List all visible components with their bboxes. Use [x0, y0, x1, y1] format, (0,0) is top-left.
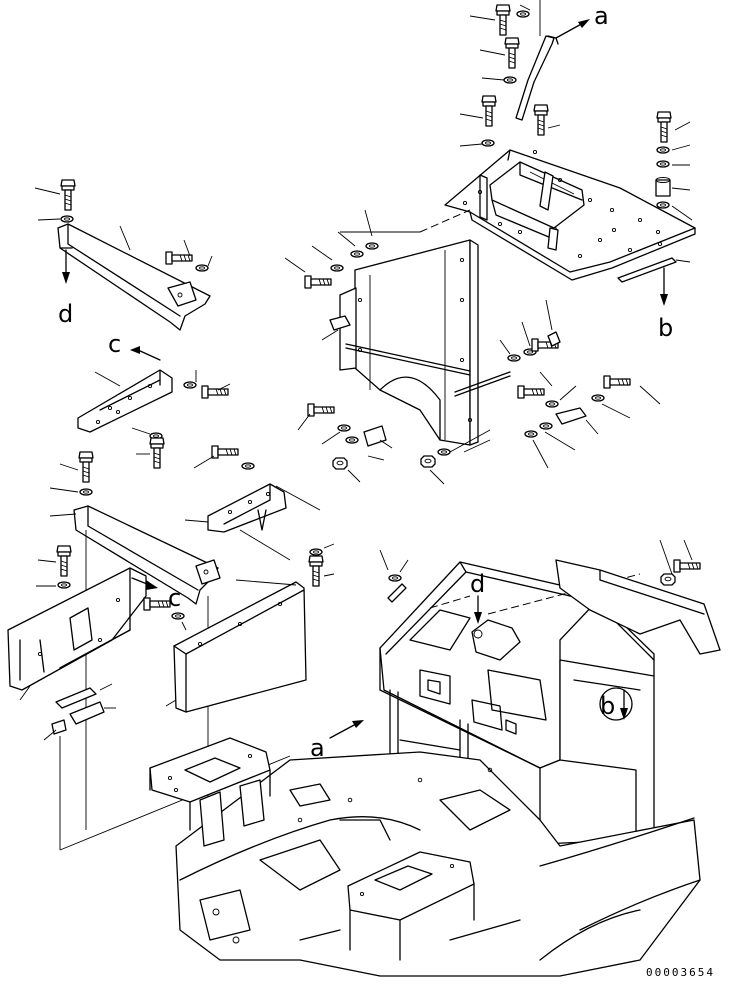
washer-26 — [57, 581, 71, 589]
bolt-11 — [60, 179, 76, 211]
washer-9 — [365, 242, 379, 250]
washer-17 — [345, 436, 359, 444]
bolt-15 — [78, 451, 94, 483]
washer-15 — [524, 430, 538, 438]
washer-25 — [309, 548, 323, 556]
bolt-2 — [504, 37, 520, 69]
washer-24 — [241, 462, 255, 470]
label-d-cab: d — [470, 570, 485, 598]
label-a-bottom: a — [310, 734, 325, 762]
bolt-17 — [308, 555, 324, 587]
nut-3 — [660, 573, 676, 586]
washer-5 — [656, 160, 670, 168]
left-beam-group: d c — [7, 179, 335, 851]
side-cover-group — [165, 579, 307, 713]
bolt-9 — [603, 375, 631, 389]
washer-7 — [330, 264, 344, 272]
bolt-13 — [201, 385, 229, 399]
bolt-1 — [495, 4, 511, 36]
washer-2 — [503, 76, 517, 84]
bolt-5 — [656, 111, 672, 143]
washer-4 — [656, 146, 670, 154]
washer-23 — [79, 488, 93, 496]
washer-18 — [437, 448, 451, 456]
label-b-cab: b — [600, 692, 615, 720]
washer-21 — [183, 381, 197, 389]
bolt-3 — [481, 95, 497, 127]
washer-14 — [539, 422, 553, 430]
label-c-mid: c — [108, 330, 121, 358]
clip-1 — [55, 687, 97, 709]
bolt-16 — [211, 445, 239, 459]
label-c-left: c — [168, 584, 181, 612]
bolt-20 — [673, 559, 701, 573]
washer-6 — [656, 201, 670, 209]
upper-beam — [57, 223, 211, 331]
washer-12 — [545, 400, 559, 408]
main-frame-group — [149, 737, 701, 977]
nut-1 — [332, 457, 348, 470]
rear-panel — [354, 239, 471, 446]
washer-1 — [516, 10, 530, 18]
label-b-circle — [599, 687, 633, 721]
strip — [617, 257, 677, 283]
washer-16 — [337, 424, 351, 432]
washer-3 — [481, 139, 495, 147]
bolt-8 — [517, 385, 545, 399]
mid-beam — [73, 505, 219, 605]
mid-bracket-plate — [207, 483, 287, 533]
label-b: b — [658, 314, 673, 342]
nut-2 — [420, 455, 436, 468]
bolt-18 — [56, 545, 72, 577]
floor-plate-group: a — [444, 0, 696, 342]
side-cover — [173, 581, 307, 713]
clip-2 — [69, 701, 105, 725]
bolt-6 — [304, 275, 332, 289]
spacer — [655, 179, 671, 197]
clip-bracket — [555, 407, 587, 425]
washer-10 — [507, 354, 521, 362]
bolt-10 — [307, 403, 335, 417]
drawing-code: 00003654 — [646, 966, 715, 979]
label-d: d — [58, 300, 73, 328]
right-top-panel — [555, 559, 721, 655]
bolt-4 — [533, 104, 549, 136]
bolt-14 — [149, 437, 165, 469]
bracket-small — [363, 425, 387, 447]
bolt-19 — [143, 597, 171, 611]
c-bracket — [77, 369, 173, 433]
label-a-top: a — [594, 2, 609, 30]
bolt-12 — [165, 251, 193, 265]
washer-28 — [388, 574, 402, 582]
cab-console-group: b d a — [310, 539, 721, 845]
console-hatch — [471, 619, 521, 661]
washer-13 — [591, 394, 605, 402]
washer-19 — [60, 215, 74, 223]
washer-20 — [195, 264, 209, 272]
rear-panel-group — [284, 209, 661, 485]
washer-8 — [350, 250, 364, 258]
lever-rod — [515, 35, 555, 121]
washer-27 — [171, 612, 185, 620]
